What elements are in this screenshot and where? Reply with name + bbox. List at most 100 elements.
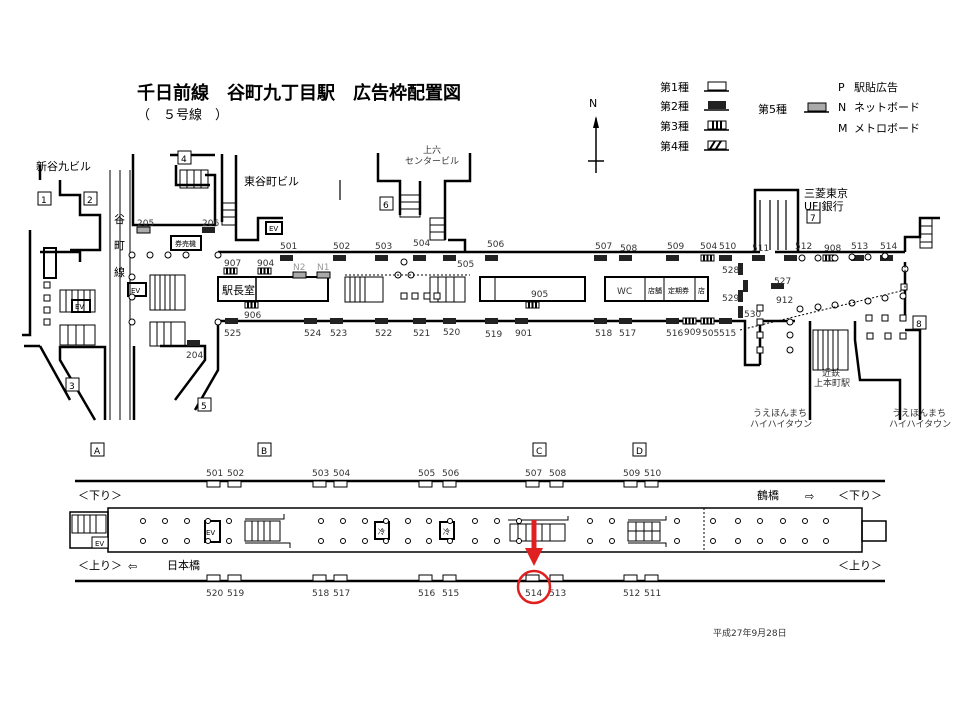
- pillar: [756, 346, 764, 354]
- north-arrow-icon: N: [588, 97, 604, 173]
- platform-ad-slot-bottom: [206, 574, 221, 582]
- platform-ad-slot-top: [644, 480, 659, 488]
- arrow-down-icon: [525, 548, 543, 566]
- station-master-room: 駅長室: [222, 283, 255, 297]
- ad-label-206: 206: [202, 219, 219, 229]
- ad-slot-type2: [666, 318, 679, 324]
- legend: 第1種 第2種 第3種 第4種 第5種 P 駅貼広告 N ネットボード M メト…: [660, 80, 920, 153]
- column: [182, 251, 190, 259]
- legend-code-p-label: 駅貼広告: [854, 80, 898, 94]
- platform-ad-label-505: 505: [418, 469, 435, 479]
- platform-column: [735, 538, 741, 544]
- ad-label-504: 504: [413, 239, 430, 249]
- ad-label-513: 513: [851, 242, 868, 252]
- ad-slot-type3: [682, 317, 697, 325]
- column: [899, 292, 907, 300]
- ad-label-507: 507: [595, 242, 612, 252]
- ad-slot-type5: [316, 271, 331, 279]
- column: [864, 253, 872, 261]
- ad-slot-type2: [784, 255, 797, 261]
- ad-slot-type3: [257, 267, 272, 275]
- platform-columns: [140, 518, 829, 544]
- exit-box-2: [83, 191, 98, 206]
- column: [881, 252, 889, 260]
- platform-column: [516, 538, 522, 544]
- legend-code-m-label: メトロボード: [854, 122, 920, 135]
- platform-column: [340, 538, 346, 544]
- ad-slot-type5: [292, 271, 307, 279]
- ad-label-505: 505: [457, 260, 474, 270]
- ad-label-518: 518: [595, 329, 612, 339]
- ad-label-524: 524: [304, 329, 321, 339]
- place-center-bldg: センタービル: [405, 156, 459, 167]
- ad-slot-type2: [594, 255, 607, 261]
- column: [128, 318, 136, 326]
- wc-label: WC: [617, 287, 632, 297]
- legend-type-4: 第4種: [660, 139, 689, 153]
- ad-label-505: 505: [702, 329, 719, 339]
- platform-column: [226, 538, 232, 544]
- place-shintanikyu-bldg: 新谷九ビル: [36, 159, 91, 173]
- exit-number-2: 2: [87, 196, 93, 206]
- column: [786, 318, 794, 326]
- concourse-columns: [43, 251, 909, 354]
- exit-box-8: [912, 315, 927, 330]
- dotted-boundary: [345, 262, 906, 331]
- platform-column: [162, 518, 168, 524]
- pillar: [881, 314, 889, 322]
- place-hihi-town-b1: うえほんまち: [892, 408, 946, 419]
- arrow-right-icon: ⇨: [805, 490, 814, 503]
- platform-column: [362, 538, 368, 544]
- platform-column: [674, 518, 680, 524]
- column: [786, 331, 794, 339]
- platform-ad-slot-top: [549, 480, 564, 488]
- pillar: [43, 294, 51, 302]
- platform-column: [735, 518, 741, 524]
- exit-box-7: [806, 209, 821, 224]
- pillar: [423, 292, 431, 300]
- ad-slot-type2: [225, 318, 238, 324]
- legend-code-n: N: [838, 101, 846, 114]
- place-hihi-town-a1: うえほんまち: [753, 408, 807, 419]
- platform-column: [757, 518, 763, 524]
- column: [814, 303, 822, 311]
- ad-slot-type2: [413, 318, 426, 324]
- shop-label: 店舗: [648, 286, 662, 295]
- ad-slot-type2: [594, 318, 607, 324]
- pillar: [411, 292, 419, 300]
- platform-ad-slot-bottom: [442, 574, 457, 582]
- platform-column: [383, 538, 389, 544]
- platform-column: [780, 538, 786, 544]
- kiosk-label: 店: [698, 286, 705, 295]
- exit-number-1: 1: [41, 196, 47, 206]
- direction-nipponbashi: 日本橋: [167, 558, 200, 572]
- ad-slot-type3: [700, 254, 715, 262]
- column: [848, 253, 856, 261]
- platform-ad-slot-bottom: [227, 574, 242, 582]
- platform-ev-small: EV: [95, 540, 104, 548]
- ad-label-204: 204: [186, 351, 203, 361]
- ad-slot-pillar: [743, 280, 748, 292]
- ad-label-510: 510: [719, 242, 736, 252]
- platform-column: [823, 518, 829, 524]
- highlight-circle: [516, 569, 552, 605]
- platform-column: [184, 538, 190, 544]
- column: [214, 318, 222, 326]
- legend-type-1: 第1種: [660, 80, 689, 94]
- legend-code-p: P: [838, 81, 845, 94]
- platform-ad-label-510: 510: [644, 469, 661, 479]
- direction-down-right: ＜下り＞: [838, 489, 882, 502]
- platform-ad-label-503: 503: [312, 469, 329, 479]
- zone-box-C: [532, 442, 547, 457]
- type3-swatch: [707, 120, 727, 130]
- tanimachi-line-3: 線: [114, 265, 125, 279]
- ev-label-1: EV: [269, 225, 278, 233]
- platform-cooler-1: 冷: [378, 527, 385, 536]
- page-subtitle: （ ５号線 ）: [137, 107, 228, 123]
- platform-ad-label-501: 501: [206, 469, 223, 479]
- column: [798, 254, 806, 262]
- ad-label-508: 508: [620, 244, 637, 254]
- platform-ad-label-509: 509: [623, 469, 640, 479]
